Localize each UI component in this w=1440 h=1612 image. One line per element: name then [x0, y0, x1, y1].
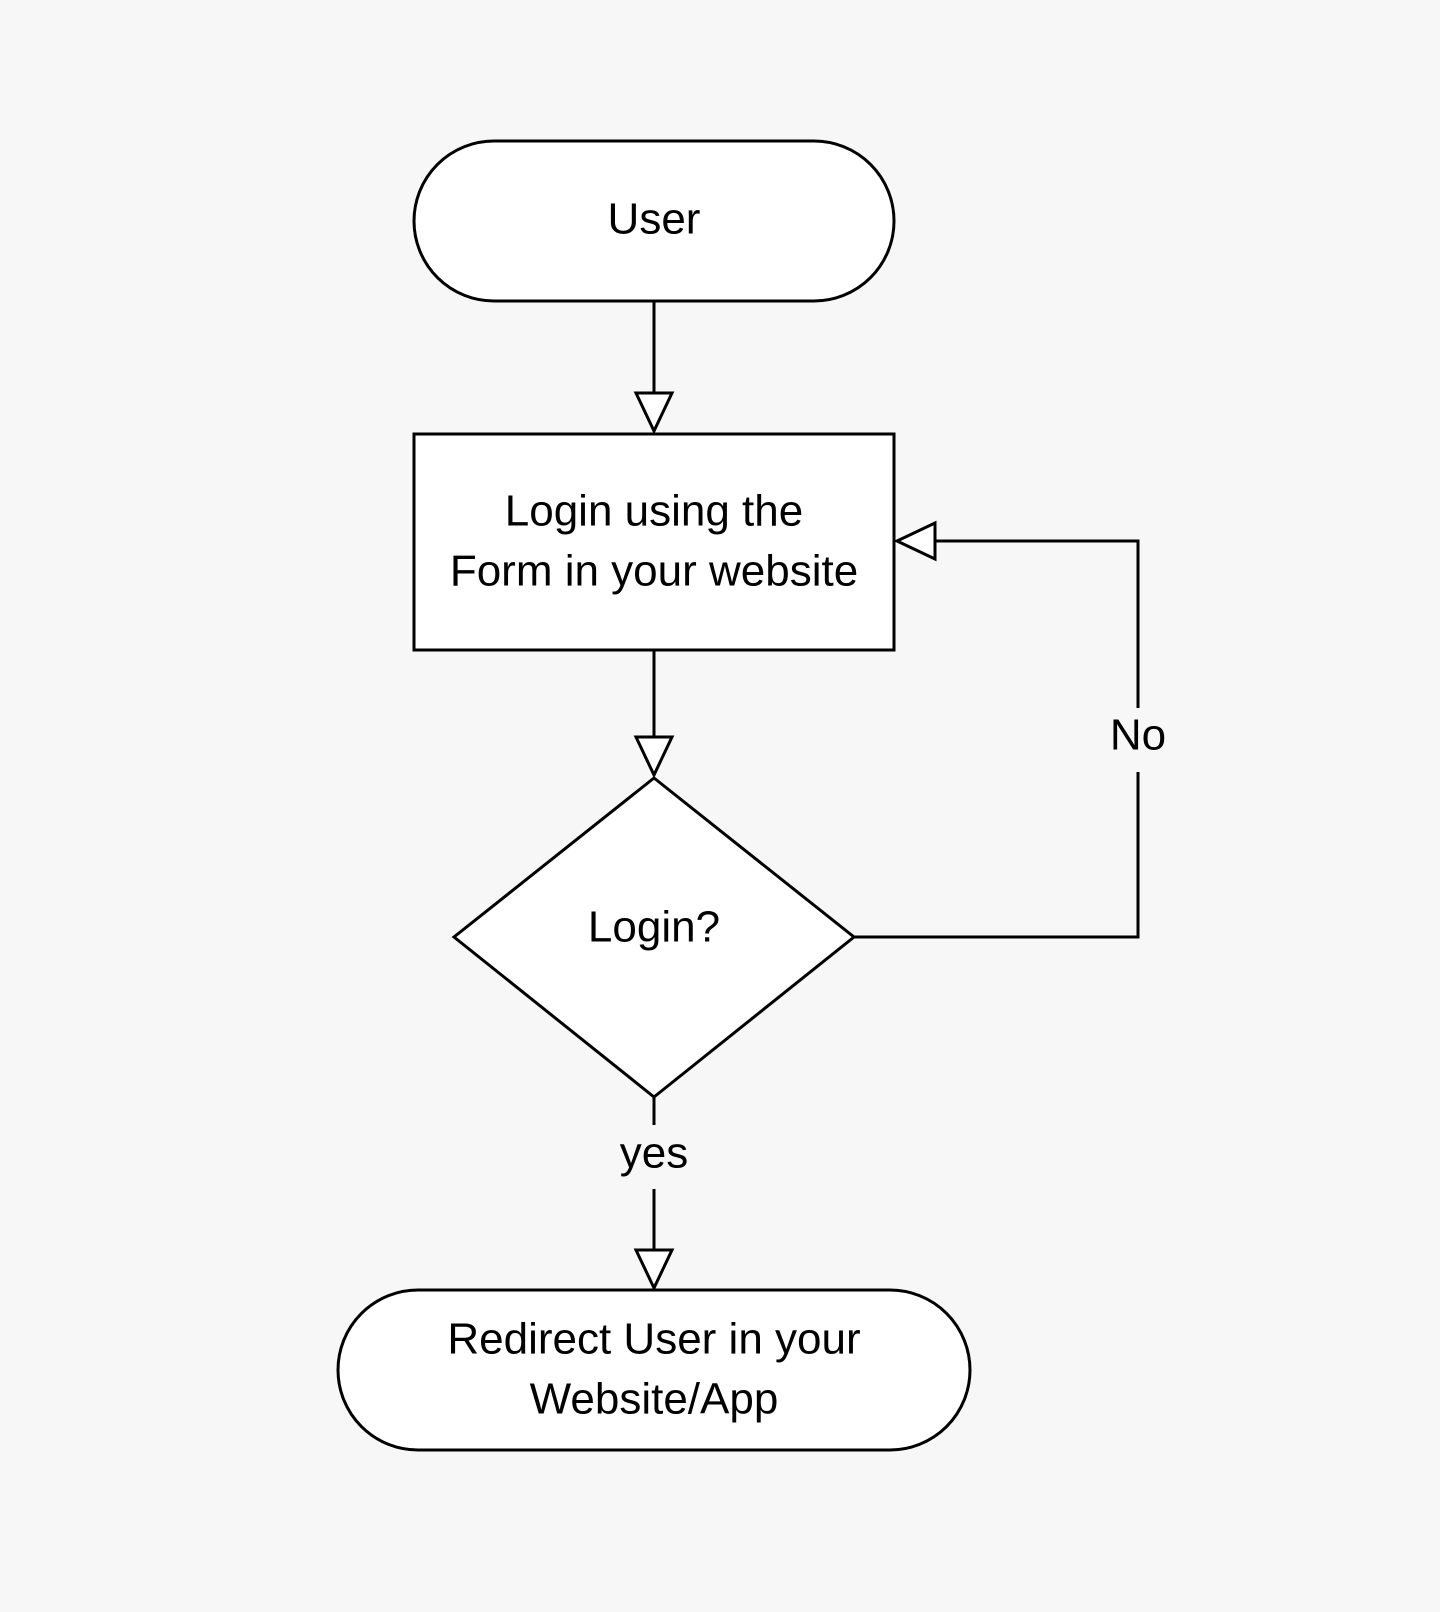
- arrowhead-down: [633, 1248, 675, 1292]
- edge-start-to-process: [633, 301, 675, 435]
- process-box-shape: [412, 432, 896, 652]
- process-node-label-line-1: Login using the: [505, 487, 803, 536]
- start-node: User: [412, 139, 896, 303]
- end-node: Redirect User in your Website/App: [336, 1288, 972, 1452]
- decision-node-label: Login?: [588, 903, 720, 952]
- arrowhead-down: [633, 391, 675, 435]
- end-terminator-shape: [336, 1288, 972, 1452]
- yes-edge-label: yes: [620, 1129, 688, 1178]
- connector-line: [854, 539, 1140, 939]
- arrowhead-down: [633, 735, 675, 779]
- end-node-label-line-1: Redirect User in your: [447, 1315, 860, 1364]
- edge-label-background: [606, 1125, 702, 1189]
- edge-label-background: [1100, 708, 1176, 772]
- edge-decision-no: No: [854, 520, 1176, 939]
- start-node-label: User: [608, 195, 701, 244]
- end-node-label-line-2: Website/App: [530, 1375, 779, 1424]
- arrowhead-left: [893, 520, 937, 562]
- edge-process-to-decision: [633, 650, 675, 779]
- edge-decision-yes: yes: [606, 1097, 702, 1292]
- decision-node: Login?: [451, 776, 857, 1099]
- process-node-label-line-2: Form in your website: [450, 547, 858, 596]
- no-edge-label: No: [1110, 711, 1166, 760]
- process-node: Login using the Form in your website: [412, 432, 896, 652]
